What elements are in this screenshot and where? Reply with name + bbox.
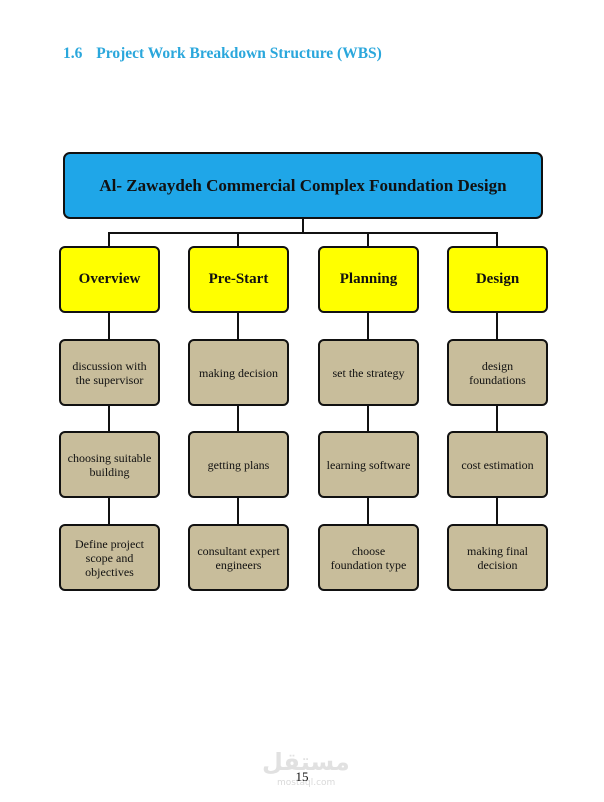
wbs-root-node: Al- Zawaydeh Commercial Complex Foundati… xyxy=(63,152,543,219)
section-number: 1.6 xyxy=(63,45,83,62)
column-connector-3 xyxy=(367,313,369,524)
column-connector-1 xyxy=(108,313,110,524)
task-node: discussion with the supervisor xyxy=(59,339,160,406)
task-node: cost estimation xyxy=(447,431,548,498)
section-heading: 1.6 Project Work Breakdown Structure (WB… xyxy=(63,45,382,63)
phase-node-overview: Overview xyxy=(59,246,160,313)
task-node: set the strategy xyxy=(318,339,419,406)
section-title: Project Work Breakdown Structure (WBS) xyxy=(96,45,382,62)
task-node: making decision xyxy=(188,339,289,406)
phase-drop-1 xyxy=(108,232,110,246)
phase-node-planning: Planning xyxy=(318,246,419,313)
phase-drop-3 xyxy=(367,232,369,246)
phase-drop-2 xyxy=(237,232,239,246)
watermark-site: mostaql.com xyxy=(277,778,336,788)
task-node: getting plans xyxy=(188,431,289,498)
task-node: Define project scope and objectives xyxy=(59,524,160,591)
watermark-logo: مستقل xyxy=(262,748,350,776)
root-connector xyxy=(302,219,304,233)
task-node: learning software xyxy=(318,431,419,498)
page-number: 15 xyxy=(295,769,309,784)
task-node: consultant expert engineers xyxy=(188,524,289,591)
task-node: choosing suitable building xyxy=(59,431,160,498)
task-node: design foundations xyxy=(447,339,548,406)
phase-node-pre-start: Pre-Start xyxy=(188,246,289,313)
phase-bus xyxy=(108,232,498,234)
task-node: choose foundation type xyxy=(318,524,419,591)
phase-node-design: Design xyxy=(447,246,548,313)
column-connector-2 xyxy=(237,313,239,524)
column-connector-4 xyxy=(496,313,498,524)
task-node: making final decision xyxy=(447,524,548,591)
phase-drop-4 xyxy=(496,232,498,246)
